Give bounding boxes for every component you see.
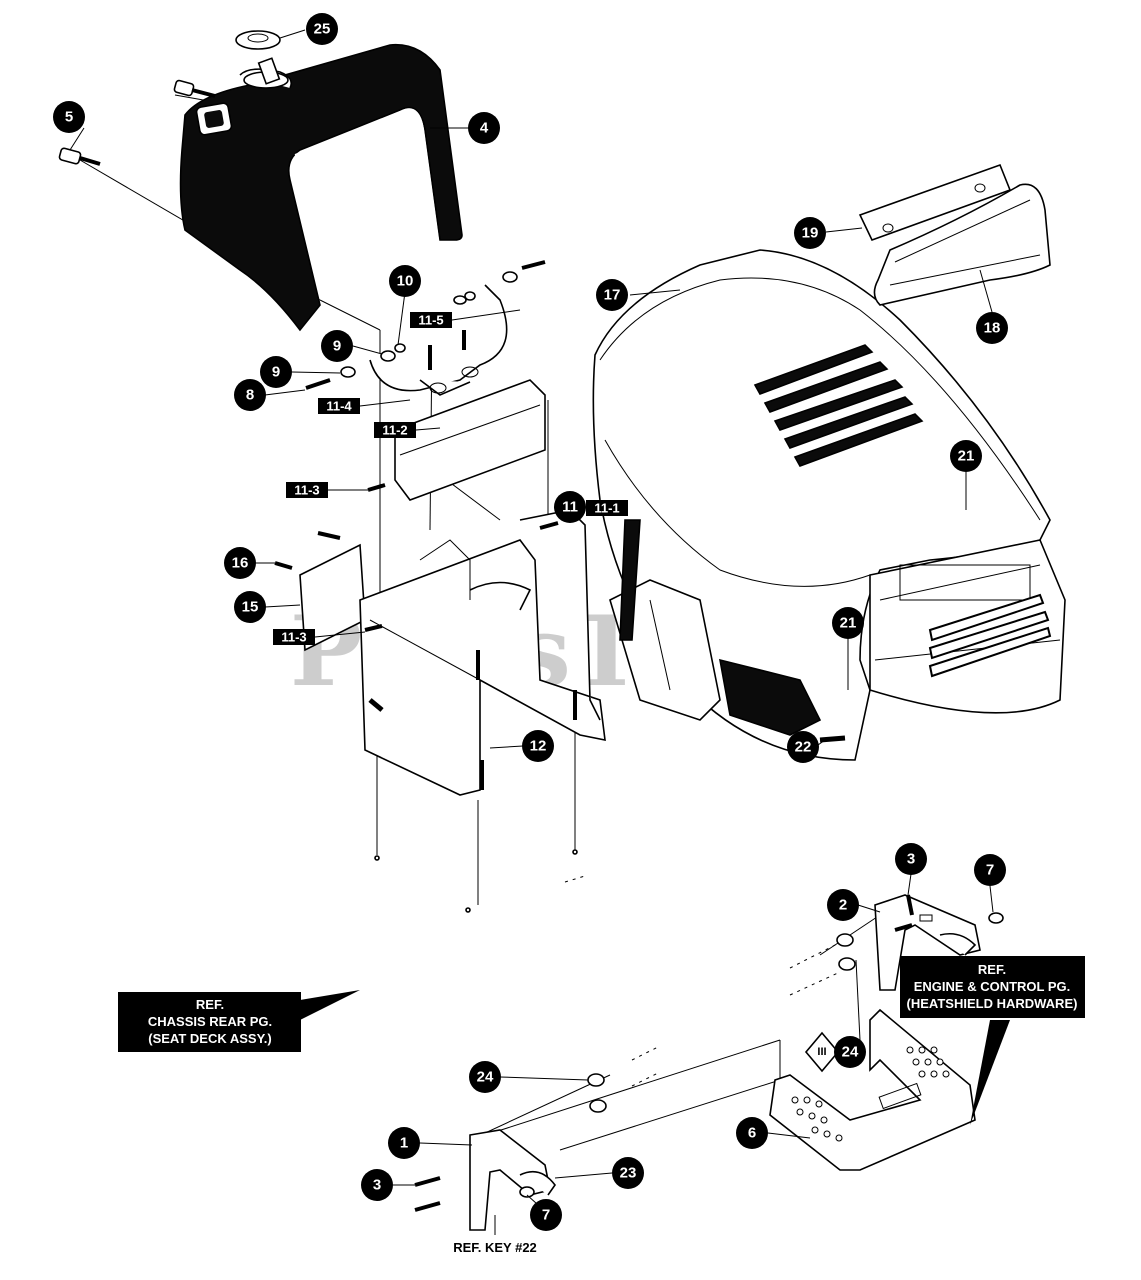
callout-2[interactable]: 2	[827, 889, 859, 921]
callout-10[interactable]: 10	[389, 265, 421, 297]
callout-1[interactable]: 1	[388, 1127, 420, 1159]
ref-box-chassis: REF. CHASSIS REAR PG. (SEAT DECK ASSY.)	[118, 990, 360, 1052]
svg-text:16: 16	[232, 555, 249, 572]
callout-22[interactable]: 22	[787, 731, 819, 763]
svg-text:11-3: 11-3	[281, 630, 306, 645]
callout-23[interactable]: 23	[612, 1157, 644, 1189]
svg-text:11-3: 11-3	[294, 483, 319, 498]
ref-box-engine: REF. ENGINE & CONTROL PG. (HEATSHIELD HA…	[900, 956, 1085, 1125]
lower-hardware	[414, 894, 1004, 1212]
svg-text:22: 22	[795, 739, 812, 756]
svg-text:5: 5	[65, 109, 73, 126]
tag-11-5[interactable]: 11-5	[410, 312, 452, 328]
bolt-5	[58, 79, 216, 166]
svg-text:11-1: 11-1	[594, 501, 619, 516]
svg-text:19: 19	[802, 225, 819, 242]
part-18-lens	[873, 183, 1051, 306]
part-1-bracket	[469, 1129, 556, 1231]
callout-21b[interactable]: 21	[832, 607, 864, 639]
tag-11-2[interactable]: 11-2	[374, 422, 416, 438]
callouts: 25 5 4 10 9 9 8 17 19 18 21 21 11 16 15 …	[53, 13, 1008, 1231]
callout-5[interactable]: 5	[53, 101, 85, 133]
svg-text:12: 12	[530, 738, 547, 755]
callout-19[interactable]: 19	[794, 217, 826, 249]
callout-leaders	[69, 29, 994, 1213]
svg-text:24: 24	[842, 1044, 859, 1061]
callout-3b[interactable]: 3	[361, 1169, 393, 1201]
svg-text:21: 21	[958, 448, 975, 465]
part-2-bracket	[874, 894, 981, 991]
diamond-marker: III	[804, 1031, 840, 1073]
callout-11[interactable]: 11	[554, 491, 586, 523]
ref-key-label: REF. KEY #22	[453, 1240, 537, 1255]
svg-text:9: 9	[333, 338, 341, 355]
callout-18[interactable]: 18	[976, 312, 1008, 344]
svg-text:9: 9	[272, 364, 280, 381]
callout-24b[interactable]: 24	[469, 1061, 501, 1093]
callout-16[interactable]: 16	[224, 547, 256, 579]
callout-17[interactable]: 17	[596, 279, 628, 311]
svg-text:23: 23	[620, 1165, 637, 1182]
callout-24a[interactable]: 24	[834, 1036, 866, 1068]
tag-11-4[interactable]: 11-4	[318, 398, 360, 414]
ref-chassis-line2: CHASSIS REAR PG.	[148, 1014, 272, 1029]
svg-text:1: 1	[400, 1135, 408, 1152]
ref-chassis-line1: REF.	[196, 997, 224, 1012]
svg-text:3: 3	[907, 851, 915, 868]
tag-11-1[interactable]: 11-1	[586, 500, 628, 516]
svg-text:8: 8	[246, 387, 254, 404]
ref-engine-line3: (HEATSHIELD HARDWARE)	[907, 996, 1078, 1011]
part-25-cap	[235, 30, 281, 85]
callout-9a[interactable]: 9	[321, 330, 353, 362]
callout-25[interactable]: 25	[306, 13, 338, 45]
svg-text:15: 15	[242, 599, 259, 616]
svg-text:11-4: 11-4	[326, 399, 352, 414]
ref-engine-line2: ENGINE & CONTROL PG.	[914, 979, 1071, 994]
svg-text:11-2: 11-2	[382, 423, 407, 438]
callout-3a[interactable]: 3	[895, 843, 927, 875]
callout-8[interactable]: 8	[234, 379, 266, 411]
part-11-bracket-assembly	[299, 284, 606, 796]
svg-text:10: 10	[397, 273, 414, 290]
svg-text:7: 7	[986, 862, 994, 879]
diamond-label: III	[817, 1046, 826, 1058]
tag-11-3a[interactable]: 11-3	[286, 482, 328, 498]
hardware-washers	[274, 260, 846, 913]
svg-text:11: 11	[562, 499, 578, 516]
callout-7b[interactable]: 7	[530, 1199, 562, 1231]
svg-text:2: 2	[839, 897, 847, 914]
callout-7a[interactable]: 7	[974, 854, 1006, 886]
subpart-tags: 11-5 11-4 11-2 11-3 11-1 11-3	[273, 309, 628, 645]
ref-engine-line1: REF.	[978, 962, 1006, 977]
callout-6[interactable]: 6	[736, 1117, 768, 1149]
callout-9b[interactable]: 9	[260, 356, 292, 388]
svg-text:24: 24	[477, 1069, 494, 1086]
svg-text:11-5: 11-5	[418, 313, 443, 328]
callout-12[interactable]: 12	[522, 730, 554, 762]
callout-15[interactable]: 15	[234, 591, 266, 623]
part-6-heatshield	[769, 1008, 976, 1171]
svg-text:3: 3	[373, 1177, 381, 1194]
ref-chassis-line3: (SEAT DECK ASSY.)	[148, 1031, 272, 1046]
svg-text:25: 25	[314, 21, 331, 38]
svg-text:18: 18	[984, 320, 1001, 337]
svg-text:21: 21	[840, 615, 857, 632]
callout-4[interactable]: 4	[468, 112, 500, 144]
svg-text:6: 6	[748, 1125, 756, 1142]
part-17-hood	[592, 249, 1066, 761]
tag-11-3b[interactable]: 11-3	[273, 629, 315, 645]
svg-text:7: 7	[542, 1207, 550, 1224]
svg-text:17: 17	[604, 287, 621, 304]
svg-text:4: 4	[480, 120, 489, 137]
callout-21a[interactable]: 21	[950, 440, 982, 472]
part-4-dash-shroud	[179, 43, 463, 332]
